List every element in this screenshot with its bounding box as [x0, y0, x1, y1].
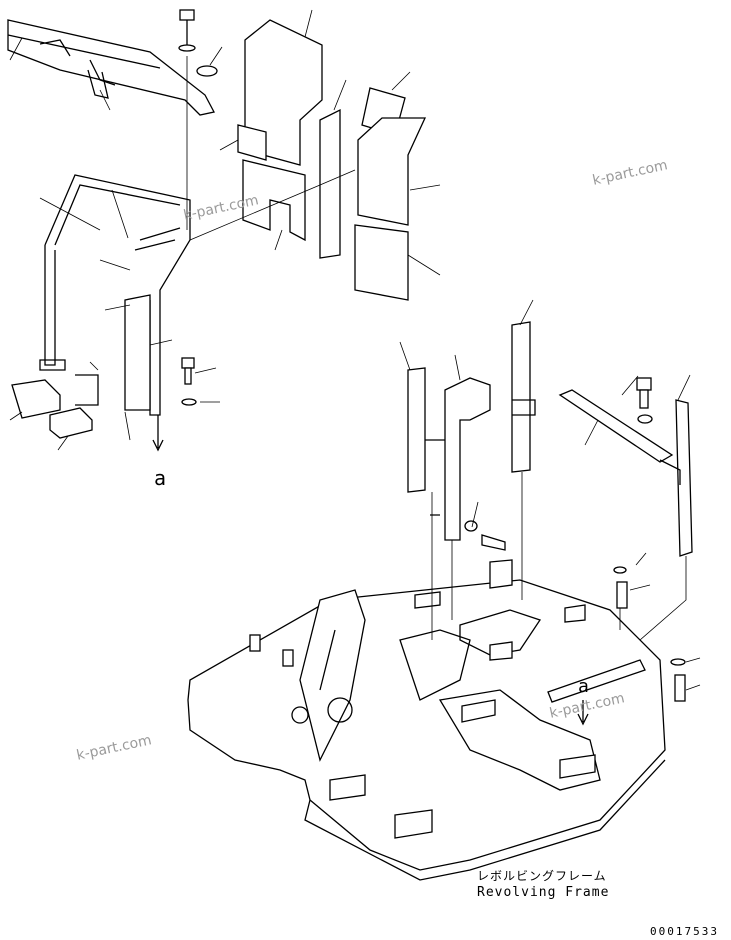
side-frame-left [11, 174, 191, 439]
stay-bolts [464, 377, 686, 702]
left-bolt [181, 357, 197, 406]
revolving-frame-body [187, 559, 666, 881]
frame-label-japanese: レボルビングフレーム [477, 869, 607, 883]
beam-bolt [178, 9, 218, 77]
frame-label-english: Revolving Frame [477, 885, 610, 900]
direction-arrow-a [152, 415, 164, 452]
drawing-number: 00017533 [650, 925, 719, 938]
upper-cross-beam [7, 19, 215, 116]
stays-right [407, 321, 693, 557]
callout-a-frame: a [578, 676, 589, 697]
callout-a-top: a [154, 466, 167, 490]
cover-plates-upper [237, 19, 427, 301]
direction-arrow-a-frame [577, 700, 589, 726]
leader-lines [9, 9, 701, 691]
